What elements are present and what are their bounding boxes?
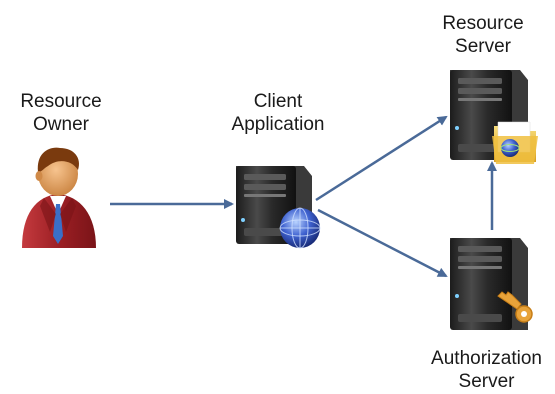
person-icon [22,147,96,248]
resource-owner-label-line1: Resource [20,91,102,112]
client-application-label-line2: Application [231,114,325,135]
arrow-client-to-resource-server [315,115,448,202]
key-icon [497,291,533,323]
resource-owner-label: Resource Owner [0,90,122,136]
authorization-server-icon [450,238,528,330]
resource-owner-label-line2: Owner [33,114,89,135]
resource-server-label-line1: Resource [442,13,524,34]
authorization-server-label: Authorization Server [418,347,555,393]
client-application-label-line1: Client [253,91,303,112]
resource-server-label-line2: Server [455,36,511,57]
globe-icon [279,207,321,249]
client-application-label: Client Application [210,90,346,136]
arrow-client-to-authorization-server [317,208,448,278]
authorization-server-label-line1: Authorization [431,348,542,369]
folder-icon [492,121,538,164]
authorization-server-label-line2: Server [458,371,515,392]
resource-server-label: Resource Server [428,12,538,58]
